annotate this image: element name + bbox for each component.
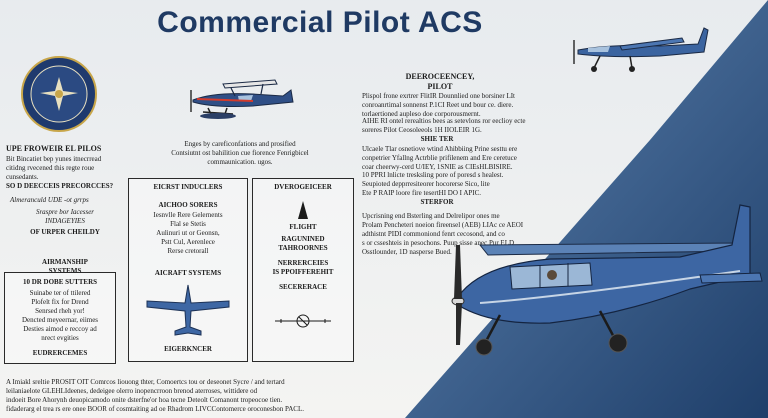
small-plane-illustration bbox=[190, 79, 294, 119]
center-box: EICRST INDUCLERS AICHOO SORERS Iesnvlle … bbox=[128, 178, 248, 362]
top-view-plane-icon bbox=[146, 284, 230, 336]
airmanship-box: 10 DR DOBE SUTTERS Suinabe ter of ttiler… bbox=[4, 272, 116, 364]
airmanship-box-body: Suinabe ter of ttilered Plofelt fix for … bbox=[21, 289, 99, 342]
large-plane-illustration bbox=[451, 204, 763, 356]
airmanship-heading: AIRMANSHIP SYSTEMS bbox=[42, 258, 88, 275]
airmanship-box-heading: 10 DR DOBE SUTTERS bbox=[22, 278, 98, 286]
right-para-3: Ulcaele Tlar osnetiove wtind Ahibbiing P… bbox=[362, 145, 518, 171]
attitude-indicator-icon bbox=[275, 314, 331, 328]
right-heading: DEEROCEENCEY, PILOT bbox=[405, 72, 475, 91]
airmanship-box-footer: EUDRERCEMES bbox=[32, 349, 88, 357]
left-heading: UPE FROWEIR EL PILOS bbox=[6, 144, 102, 153]
center-box-footer: EIGERKNCER bbox=[164, 345, 212, 353]
footer-text: A Imiakl sreltie PROSIT OIT Comrcos liou… bbox=[6, 378, 305, 413]
mid-box-heading: DVEROGEICEER bbox=[274, 183, 332, 191]
mid-label-3: NERRERCEIES IS PPOIFFEREHIT bbox=[272, 259, 334, 276]
left-line-2: Almeranculd UDE -ot grrps bbox=[10, 196, 89, 204]
right-para-5: Upcrisning end Bsterling and Delrelipor … bbox=[362, 212, 524, 256]
center-intro: Enges by careficonfations and prosified … bbox=[171, 140, 309, 166]
right-para-1: Plispol frone exrtrer FlitIR Dounnlied o… bbox=[362, 92, 515, 118]
right-para-2: AIHE RI ontel rerealtios bees as setevlo… bbox=[362, 117, 526, 134]
arrow-up-icon bbox=[298, 201, 308, 219]
aircraft-systems-label: AICRAFT SYSTEMS bbox=[154, 269, 222, 277]
page-title: Commercial Pilot ACS bbox=[157, 6, 483, 39]
mid-label-flight: FLIGHT bbox=[289, 223, 317, 231]
left-line-4: OF URPER CHEILDY bbox=[30, 228, 100, 236]
right-sub-1: SHIE TER bbox=[420, 135, 454, 143]
mid-label-4: SECERERACE bbox=[279, 283, 327, 291]
right-sub-2: STERFOR bbox=[420, 198, 454, 206]
right-para-4: 10 PPRI lnlicte tresksling pore of pores… bbox=[362, 171, 504, 197]
left-paragraph: Bit Bincatiet bep yunes itnecrread citid… bbox=[6, 155, 102, 181]
left-line-3: Sraspre bor Iacesser INDAGEYIES bbox=[35, 208, 95, 225]
center-box-heading: EICRST INDUCLERS bbox=[153, 183, 223, 191]
center-sub-heading: AICHOO SORERS bbox=[158, 201, 218, 209]
top-right-plane-illustration bbox=[573, 27, 709, 72]
left-line-1: SO D DEECCEIS PRECORCCES? bbox=[6, 182, 114, 190]
mid-box: DVEROGEICEER FLIGHT RAGUNINED TAHROORNES… bbox=[252, 178, 354, 362]
mid-label-2: RAGUNINED TAHROORNES bbox=[278, 235, 328, 252]
center-list: Iesnvlle Rere Gelernents Flal se Stetis … bbox=[153, 211, 223, 255]
faa-seal-icon bbox=[21, 56, 97, 132]
